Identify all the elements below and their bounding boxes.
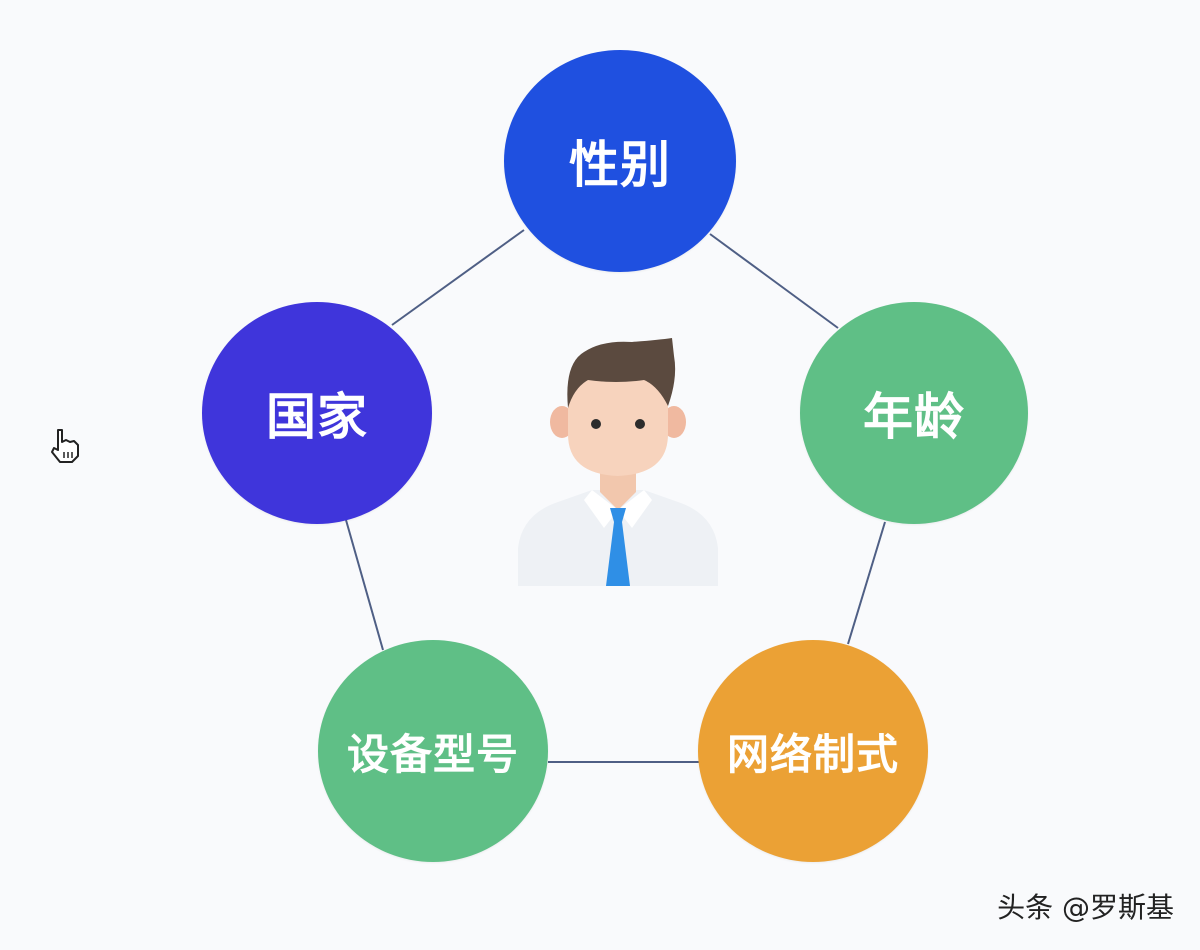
hand-pointer-icon (51, 429, 79, 463)
node-network-label: 网络制式 (726, 729, 899, 779)
avatar-collar-left (584, 490, 618, 528)
edge-age-network (847, 521, 886, 645)
avatar-neck (600, 466, 636, 510)
avatar-tie (606, 508, 630, 586)
node-country: 国家 (202, 302, 432, 524)
node-age-label: 年龄 (863, 388, 965, 446)
edge-country-gender (391, 229, 525, 326)
avatar-left-eye (591, 419, 601, 429)
avatar-face (568, 370, 668, 476)
avatar-hair (567, 338, 676, 408)
node-device-label: 设备型号 (346, 729, 519, 779)
node-gender-label: 性别 (569, 136, 671, 194)
businessman-avatar-icon (518, 338, 718, 586)
node-gender: 性别 (504, 50, 736, 272)
node-age: 年龄 (800, 302, 1028, 524)
edge-gender-age (709, 233, 839, 329)
node-device: 设备型号 (318, 640, 548, 862)
watermark-text: 头条 @罗斯基 (997, 891, 1174, 924)
node-network: 网络制式 (698, 640, 928, 862)
avatar-right-eye (635, 419, 645, 429)
avatar-collar-right (618, 490, 652, 528)
edge-device-country (345, 519, 384, 651)
node-country-label: 国家 (266, 388, 368, 446)
